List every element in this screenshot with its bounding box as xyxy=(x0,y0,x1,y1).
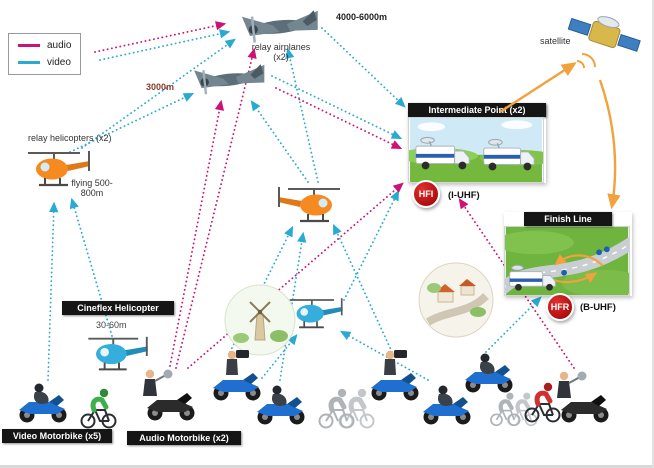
altitude-mid-label: 3000m xyxy=(146,82,175,92)
b-uhf-label: (B-UHF) xyxy=(580,302,616,313)
video-motorbike-2-cameraman-icon xyxy=(206,348,268,407)
peloton-cyclists-icon xyxy=(316,384,380,435)
cineflex-helicopter-label: Cineflex Helicopter xyxy=(62,301,174,315)
video-motorbike-5-icon xyxy=(418,382,476,431)
relay-helicopter-altitude-label: flying 500-800m xyxy=(71,178,113,199)
finish-line-title: Finish Line xyxy=(524,212,612,226)
audio-motorbike-2-icon xyxy=(550,368,614,429)
legend: audio video xyxy=(8,33,82,75)
small-blue-helicopter-icon xyxy=(288,294,346,340)
relay-airplanes-label: relay airplanes (x2) xyxy=(251,42,311,63)
satellite-label: satellite xyxy=(540,36,571,46)
i-uhf-label: (I-UHF) xyxy=(448,190,480,201)
relay-helicopter-icon xyxy=(26,146,94,199)
relay-airplane-high-icon xyxy=(231,4,326,51)
video-line-swatch xyxy=(18,61,40,64)
intermediate-point-image xyxy=(408,117,544,183)
intermediate-point-panel: Intermediate Point (x2) xyxy=(408,103,546,183)
legend-audio-row: audio xyxy=(18,40,71,51)
finish-line-panel: Finish Line xyxy=(504,212,632,296)
audio-motorbike-label: Audio Motorbike (x2) xyxy=(127,431,241,445)
hfi-badge: HFI xyxy=(412,180,440,208)
cineflex-helicopter-icon xyxy=(86,332,152,383)
relay-airplane-mid-icon xyxy=(184,58,272,103)
windmill-vignette xyxy=(224,284,296,361)
legend-audio-label: audio xyxy=(47,40,72,51)
audio-motorbike-1-icon xyxy=(136,366,200,427)
relay-helicopters-label: relay helicopters (x2) xyxy=(28,133,112,143)
legend-video-label: video xyxy=(47,57,71,68)
intermediate-point-title: Intermediate Point (x2) xyxy=(408,103,546,117)
center-relay-helicopter-icon xyxy=(274,182,342,235)
satellite-icon xyxy=(566,10,644,81)
green-cyclist-icon xyxy=(78,384,118,435)
video-motorbike-6-icon xyxy=(460,350,518,399)
peloton-cyclists-2-icon xyxy=(488,388,542,433)
cineflex-altitude-label: 30-60m xyxy=(96,320,127,330)
legend-video-row: video xyxy=(18,57,71,68)
video-motorbike-1-icon xyxy=(14,380,72,429)
audio-line-swatch xyxy=(18,44,40,47)
hfr-badge: HFR xyxy=(546,293,574,321)
altitude-high-label: 4000-6000m xyxy=(336,12,388,22)
video-motorbike-4-cameraman-icon xyxy=(364,348,426,407)
video-motorbike-label: Video Motorbike (x5) xyxy=(2,429,112,443)
finish-line-image xyxy=(504,226,630,296)
village-vignette xyxy=(418,262,494,343)
video-motorbike-3-icon xyxy=(252,382,310,431)
audio-links xyxy=(94,21,575,369)
red-cyclist-icon xyxy=(522,378,562,429)
